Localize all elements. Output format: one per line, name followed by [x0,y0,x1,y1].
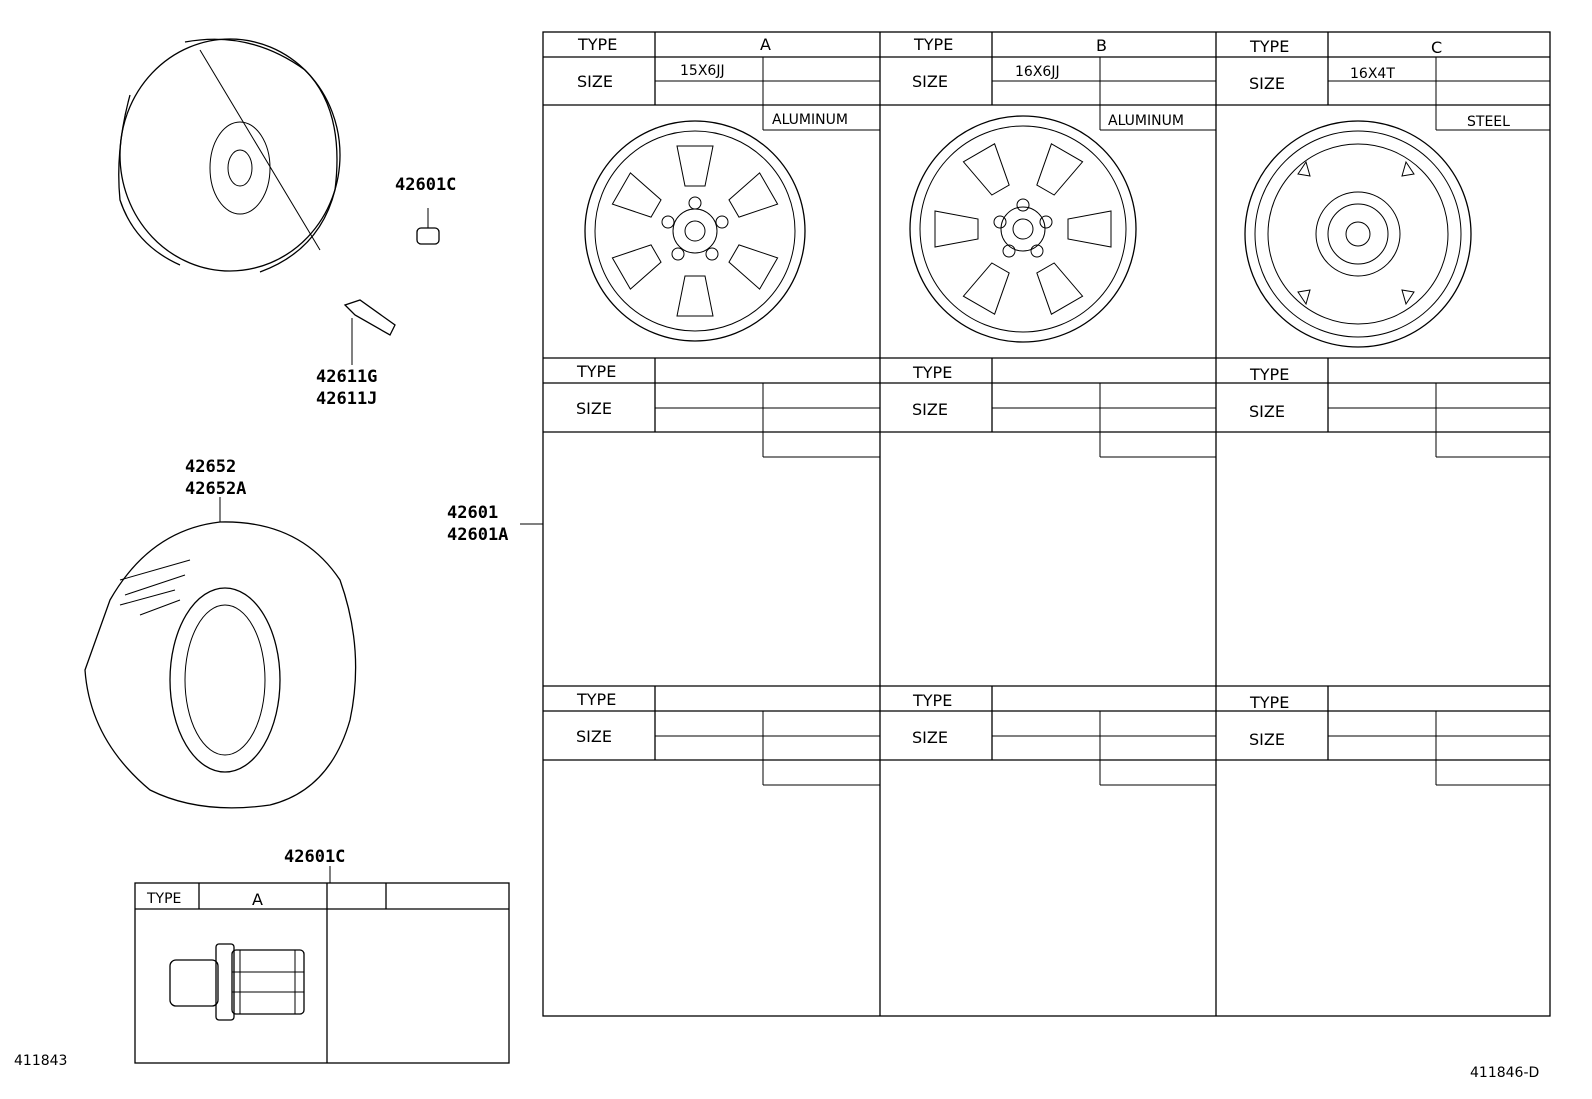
type-label-b: TYPE [913,35,953,54]
type-label-c: TYPE [1249,37,1289,56]
material-c: STEEL [1467,114,1510,130]
type-value-a: A [760,35,771,54]
valve-cap-part: 42601C [395,175,456,245]
nut-type-value: A [252,890,263,909]
callout-valve-g: 42611G [316,367,377,387]
callout-wheel: 42601 [447,503,498,523]
type-label-r3a: TYPE [576,690,616,709]
lug-nut-illustration [169,943,305,1021]
size-label-r2a: SIZE [576,399,612,418]
callout-tire: 42652 [185,457,236,477]
size-label-c: SIZE [1249,74,1285,93]
size-label-a: SIZE [577,72,613,91]
size-label-b: SIZE [912,72,948,91]
callout-cap: 42601C [395,175,456,195]
callout-tire-a: 42652A [185,479,246,499]
wheel-c-illustration [1244,120,1472,348]
size-label-r3a: SIZE [576,727,612,746]
spare-wheel-illustration [118,38,341,273]
wheel-a-illustration [584,120,806,342]
wheel-b-illustration [909,115,1137,343]
drawing-code-left: 411843 [14,1053,67,1069]
callout-valve-j: 42611J [316,389,377,409]
type-label-r2c: TYPE [1249,365,1289,384]
size-label-r3c: SIZE [1249,730,1285,749]
size-value-b: 16X6JJ [1015,64,1060,80]
tire-illustration: 42652 42652A [84,457,357,809]
size-label-r2b: SIZE [912,400,948,419]
callout-wheel-a: 42601A [447,525,508,545]
size-label-r2c: SIZE [1249,402,1285,421]
type-label-r3b: TYPE [912,691,952,710]
size-value-c: 16X4T [1350,66,1395,82]
drawing-code-right: 411846-D [1470,1065,1539,1081]
nut-type-label: TYPE [146,891,181,907]
valve-stem-part: 42611G 42611J [316,299,396,409]
material-b: ALUMINUM [1108,113,1184,129]
callout-nut: 42601C [284,847,345,867]
material-a: ALUMINUM [772,112,848,128]
type-label-a: TYPE [577,35,617,54]
nut-table [134,882,510,1064]
type-value-b: B [1096,36,1107,55]
type-label-r3c: TYPE [1249,693,1289,712]
wheel-table [542,31,1551,1017]
size-value-a: 15X6JJ [680,63,725,79]
type-label-r2b: TYPE [912,363,952,382]
type-value-c: C [1431,38,1442,57]
type-label-r2a: TYPE [576,362,616,381]
size-label-r3b: SIZE [912,728,948,747]
